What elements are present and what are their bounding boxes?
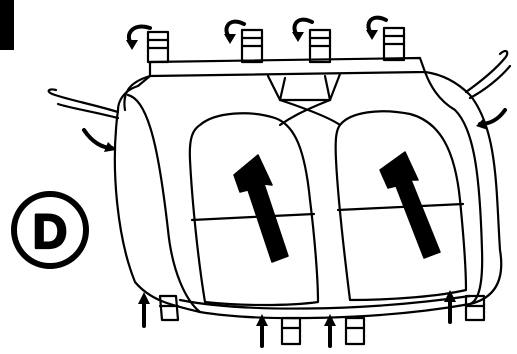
step-label-badge: D	[14, 194, 86, 266]
headrest-clip-4	[384, 28, 404, 60]
hook-icon-left	[49, 89, 118, 152]
corner-tab-icon	[0, 0, 14, 50]
bottom-clip-3	[324, 314, 364, 346]
pull-up-arrow-left	[234, 155, 288, 262]
seat-back-cover	[115, 58, 501, 318]
step-label: D	[33, 206, 68, 259]
hook-icon-right	[466, 51, 510, 130]
headrest-clip-2	[242, 30, 262, 62]
headrest-clip-1	[148, 32, 168, 62]
bottom-clip-1	[138, 292, 178, 326]
headrest-clip-3	[310, 30, 330, 62]
